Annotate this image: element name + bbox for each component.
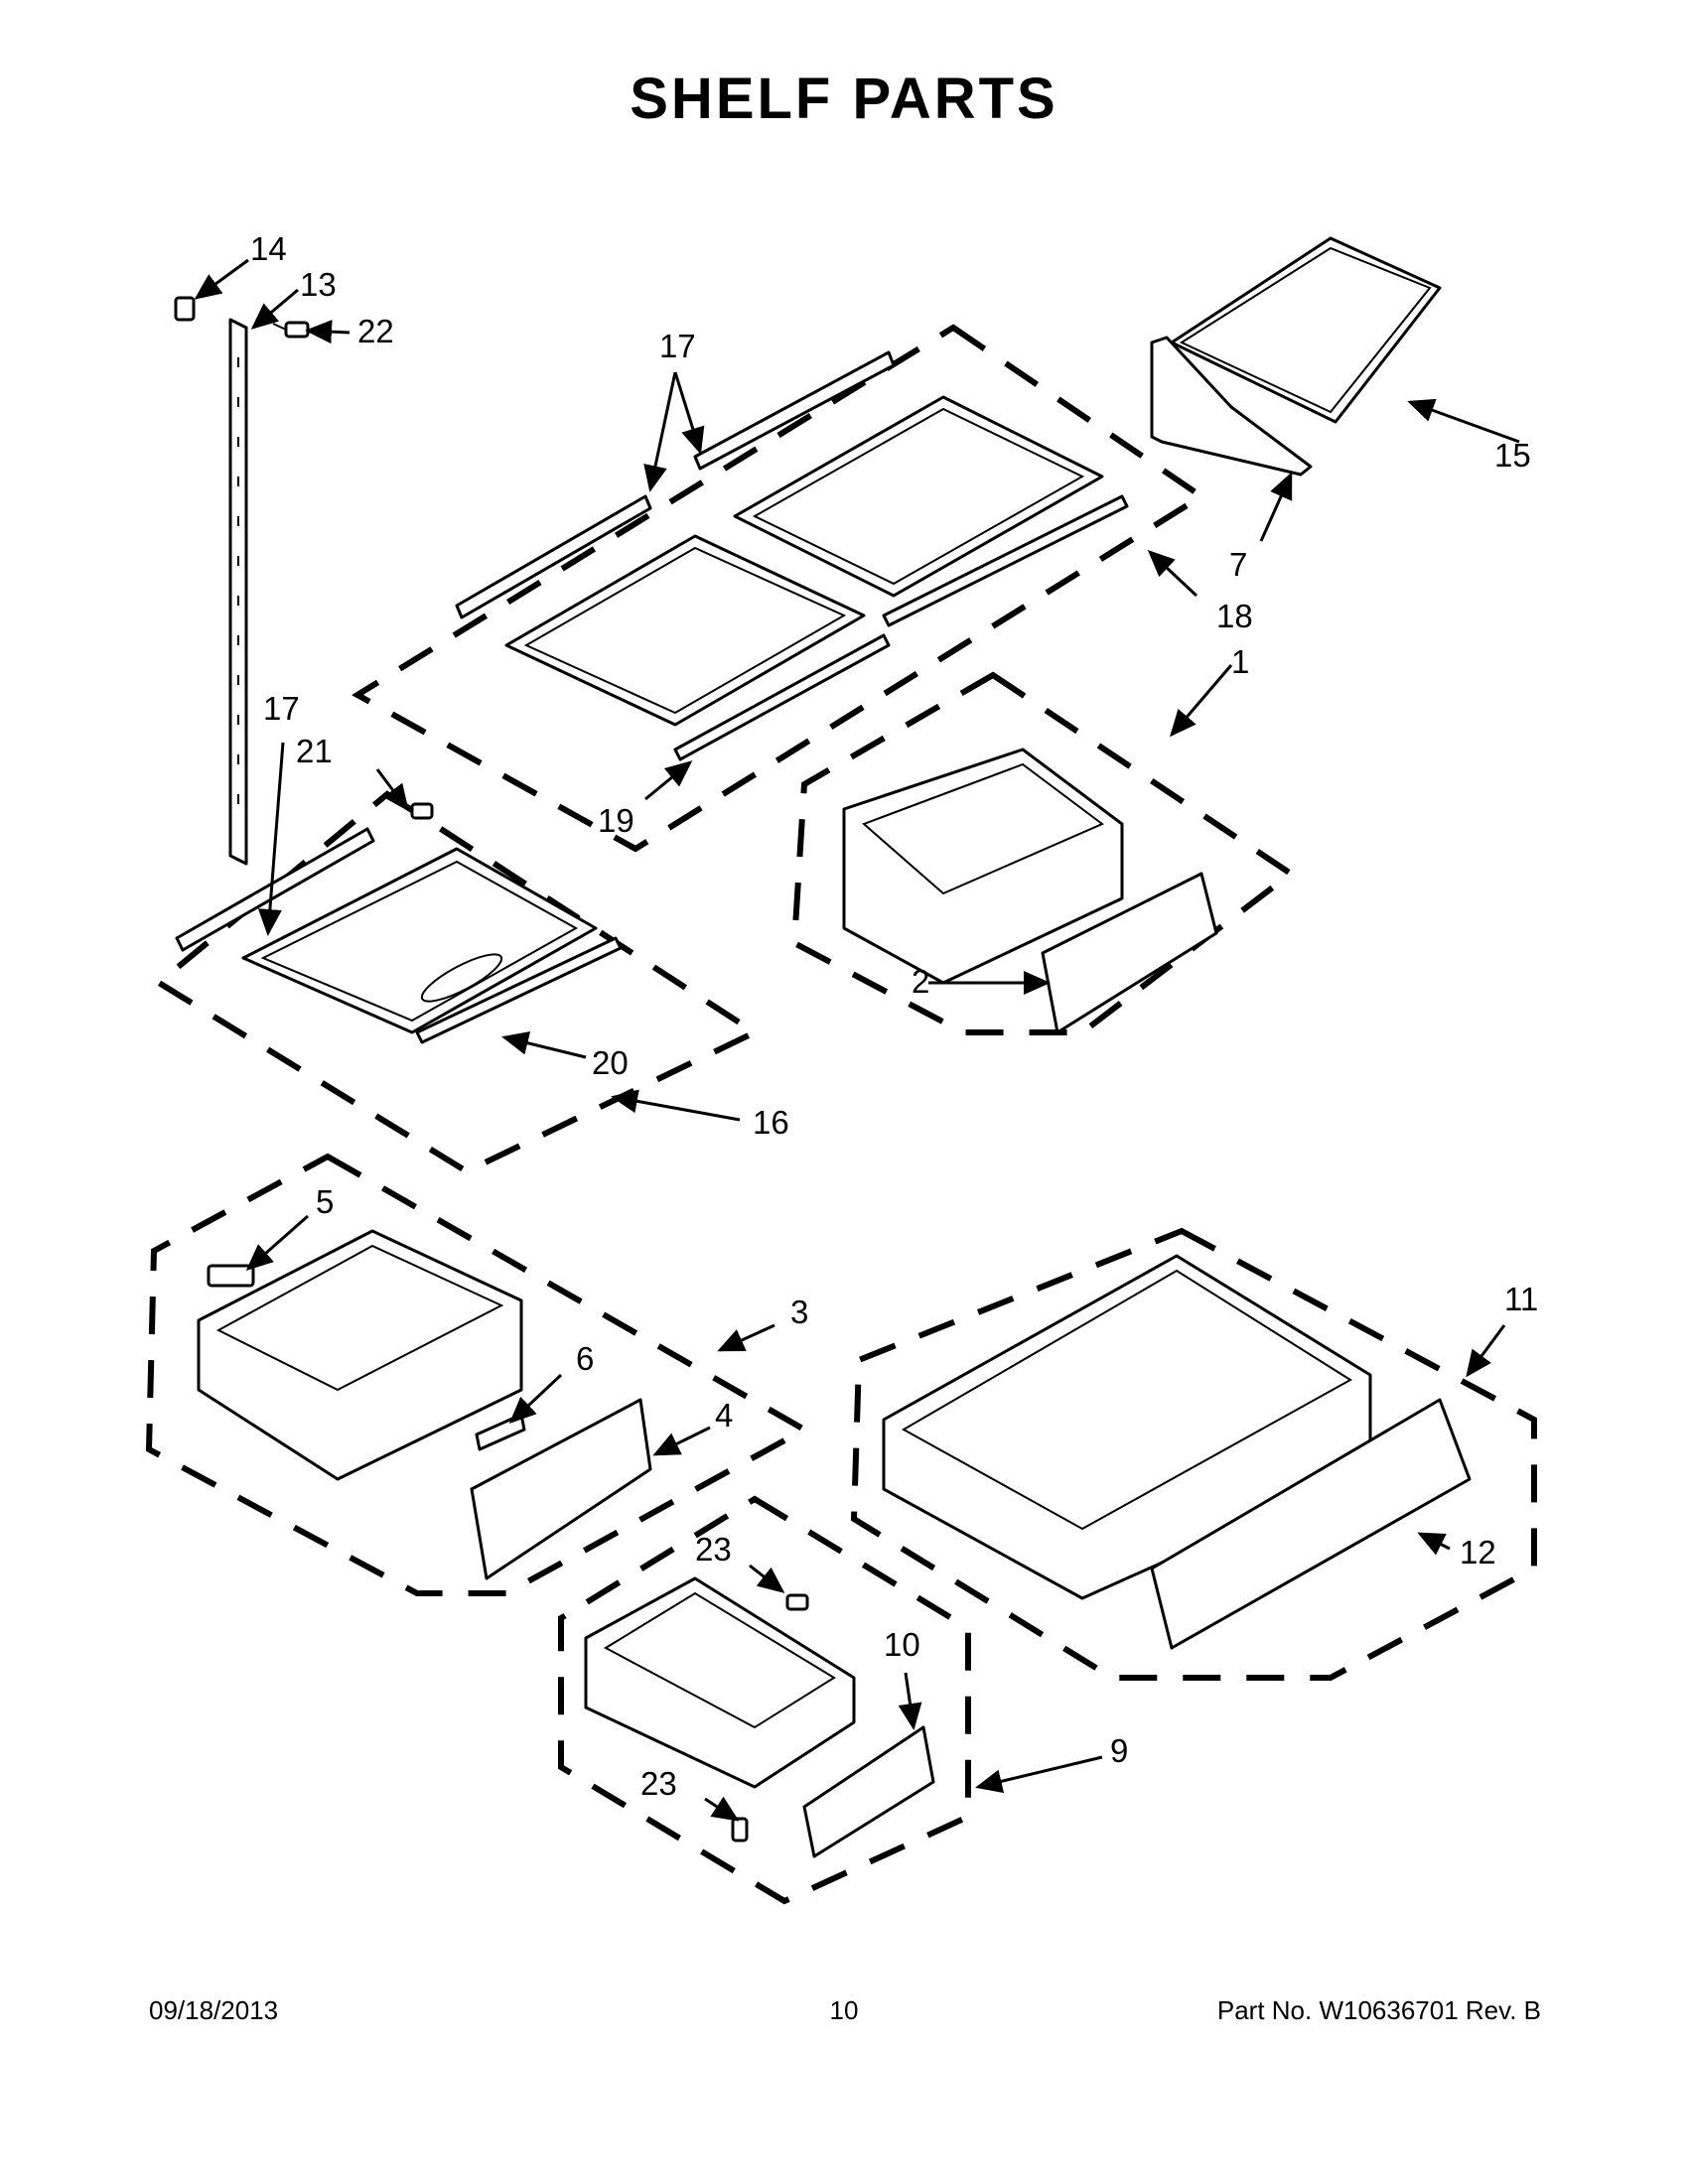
part-10-drawer-front	[802, 1725, 935, 1858]
callout-15: 15	[1494, 437, 1531, 474]
upper-shelf-glass-right	[733, 395, 1104, 598]
part-2-drawer-front	[1041, 872, 1218, 1034]
part-12-drawer-front	[1150, 1398, 1472, 1650]
footer-page-number: 10	[829, 1995, 859, 2025]
callout-17-lower: 17	[263, 690, 300, 727]
part-18-front-trim	[882, 494, 1129, 627]
callout-11: 11	[1504, 1281, 1538, 1317]
callout-10: 10	[884, 1626, 920, 1663]
part-4-drawer-front	[470, 1398, 652, 1580]
callout-9: 9	[1110, 1732, 1128, 1769]
part-20-trim	[415, 936, 623, 1044]
assembly-outline-drawer-9	[558, 1495, 971, 1905]
callout-20: 20	[592, 1044, 629, 1081]
part-23-screw-lower	[731, 1817, 749, 1843]
assembly-outline-drawer-11	[850, 1227, 1537, 1681]
page-title: SHELF PARTS	[630, 67, 1058, 131]
callout-23-upper: 23	[695, 1531, 732, 1568]
part-7-shelf-bracket	[1150, 336, 1313, 477]
callout-16: 16	[753, 1104, 789, 1141]
part-13-vertical-rail	[228, 318, 248, 866]
callout-1: 1	[1231, 643, 1249, 680]
callout-2: 2	[912, 963, 929, 1000]
callout-13: 13	[300, 266, 337, 303]
lower-shelf-glass	[241, 847, 598, 1034]
part-21-screw	[410, 802, 434, 820]
part-15-shelf-panel	[1170, 236, 1442, 424]
part-22-screw	[272, 321, 310, 339]
callout-12: 12	[1460, 1534, 1496, 1570]
footer-date: 09/18/2013	[149, 1995, 279, 2025]
callout-19: 19	[598, 802, 634, 839]
assembly-outline-crisper-3	[145, 1153, 811, 1596]
part-17-upper-rail-right	[693, 350, 896, 471]
part-6-control-label	[475, 1413, 526, 1451]
callout-labels: 14 13 22 17 15 7 18 1 17 21 19 2 20 16 5…	[250, 230, 1538, 1802]
callout-6: 6	[576, 1340, 594, 1377]
callout-5: 5	[316, 1183, 334, 1220]
part-1-crisper-drawer	[842, 748, 1124, 985]
callout-14: 14	[250, 230, 287, 267]
assembly-outline-crisper-1	[790, 671, 1297, 1035]
footer-part-number: Part No. W10636701 Rev. B	[1216, 1995, 1541, 2025]
part-9-drawer	[584, 1576, 856, 1789]
callout-leaders	[194, 258, 1520, 1822]
callout-7: 7	[1229, 546, 1247, 583]
part-14-end-cap	[174, 296, 196, 322]
callout-18: 18	[1216, 598, 1253, 634]
part-3-crisper-drawer	[197, 1229, 523, 1481]
part-19-rear-trim	[673, 633, 891, 761]
assembly-outline-upper-shelf	[352, 324, 1207, 853]
callout-22: 22	[357, 313, 394, 349]
part-23-screw-upper	[785, 1593, 809, 1611]
callout-23-lower: 23	[640, 1765, 677, 1802]
callout-17-upper: 17	[659, 328, 696, 364]
part-17-lower-rail	[175, 827, 375, 952]
part-5-humidity-slider	[207, 1264, 255, 1288]
callout-4: 4	[715, 1397, 733, 1433]
callout-21: 21	[296, 733, 333, 769]
upper-shelf-glass-left	[504, 534, 866, 727]
part-17-upper-rail-left	[455, 494, 652, 619]
callout-3: 3	[790, 1294, 808, 1330]
